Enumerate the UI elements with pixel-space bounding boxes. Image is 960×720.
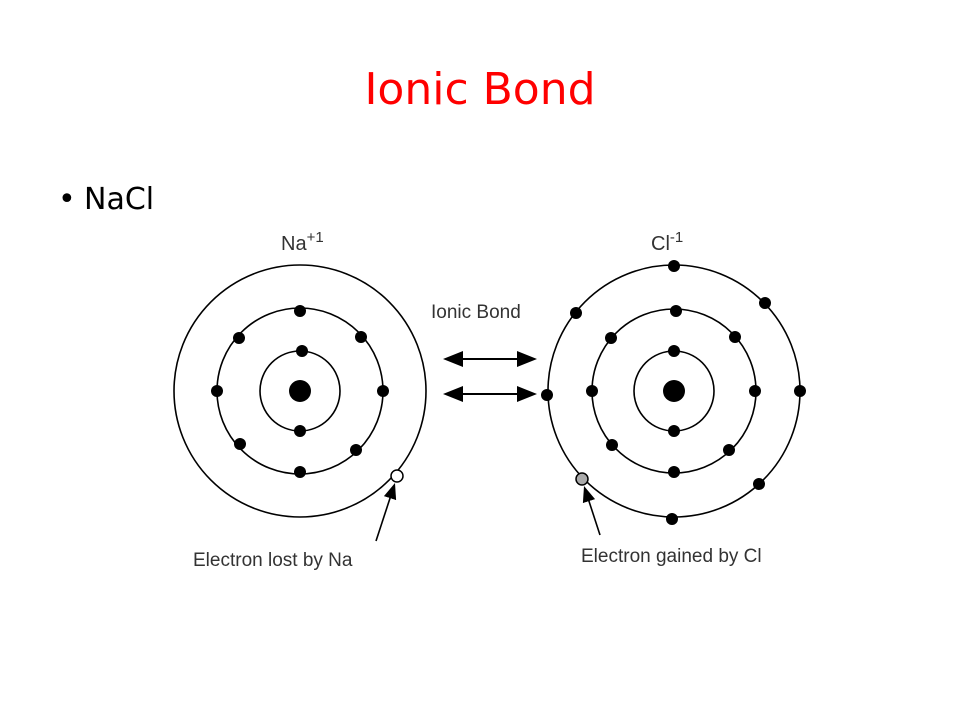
na-ion-label: Na+1 xyxy=(281,229,324,255)
gained-electron xyxy=(575,472,589,486)
lost-electron xyxy=(390,469,404,483)
bullet-text: NaCl xyxy=(84,182,155,217)
electron xyxy=(570,307,582,319)
electron xyxy=(729,331,741,343)
electron xyxy=(668,260,680,272)
gained-pointer-arrow xyxy=(582,485,601,536)
electron xyxy=(753,478,765,490)
electron xyxy=(211,385,223,397)
sodium-atom xyxy=(173,264,427,518)
electron xyxy=(294,305,306,317)
electron xyxy=(355,331,367,343)
na-nucleus xyxy=(289,380,311,402)
cl-nucleus xyxy=(663,380,685,402)
electron xyxy=(606,439,618,451)
cl-ion-label: Cl-1 xyxy=(651,229,683,255)
electron xyxy=(670,305,682,317)
electron xyxy=(586,385,598,397)
electron xyxy=(723,444,735,456)
electron xyxy=(294,466,306,478)
ionic-bond-label: Ionic Bond xyxy=(431,302,521,323)
electron xyxy=(234,438,246,450)
electron xyxy=(666,513,678,525)
electron xyxy=(605,332,617,344)
slide-title: Ionic Bond xyxy=(364,64,596,115)
electron-lost-caption: Electron lost by Na xyxy=(193,550,353,571)
electron xyxy=(296,345,308,357)
electron xyxy=(377,385,389,397)
electron xyxy=(794,385,806,397)
bullet-item: •NaCl xyxy=(58,180,154,220)
electron xyxy=(668,466,680,478)
electron xyxy=(668,425,680,437)
electron xyxy=(749,385,761,397)
electron xyxy=(541,389,553,401)
electron xyxy=(294,425,306,437)
chlorine-atom xyxy=(541,260,806,525)
cl-electrons xyxy=(541,260,806,525)
electron-gained-caption: Electron gained by Cl xyxy=(581,546,762,567)
bullet-dot-icon: • xyxy=(58,182,76,217)
electron xyxy=(350,444,362,456)
electron xyxy=(668,345,680,357)
na-shell-3 xyxy=(173,264,427,518)
na-electrons xyxy=(211,305,389,478)
electron xyxy=(759,297,771,309)
electron xyxy=(233,332,245,344)
lost-pointer-arrow xyxy=(375,482,397,542)
